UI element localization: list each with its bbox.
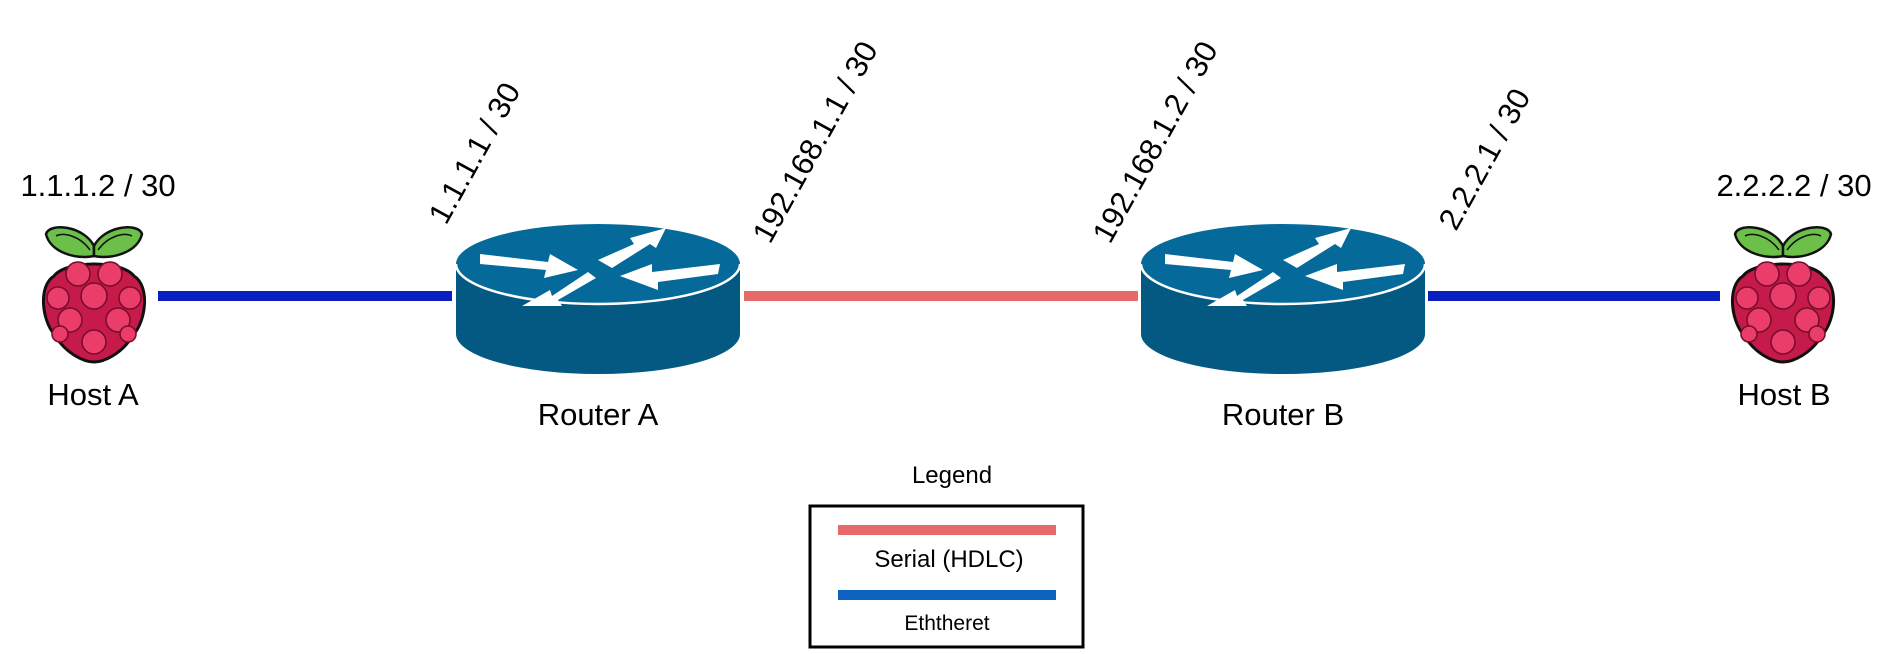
host-b-ip: 2.2.2.2 / 30	[1716, 168, 1871, 203]
raspberry-pi-icon	[41, 225, 147, 364]
router-a-ip-left: 1.1.1.1 / 30	[422, 77, 528, 230]
router-icon	[454, 222, 742, 376]
legend: Legend Serial (HDLC) Eththeret	[808, 462, 1085, 649]
host-a: 1.1.1.2 / 30 Host A	[20, 168, 175, 412]
router-b-label: Router B	[1222, 397, 1344, 432]
router-b-ip-right: 2.2.2.1 / 30	[1432, 83, 1538, 236]
router-b-ip-left: 192.168.1.2 / 30	[1086, 35, 1225, 248]
legend-title: Legend	[912, 462, 992, 489]
router-a-label: Router A	[538, 397, 659, 432]
host-b: 2.2.2.2 / 30 Host B	[1716, 168, 1871, 412]
raspberry-pi-icon	[1730, 225, 1836, 364]
host-b-label: Host B	[1737, 377, 1830, 412]
legend-serial-label: Serial (HDLC)	[874, 546, 1023, 573]
host-a-ip: 1.1.1.2 / 30	[20, 168, 175, 203]
host-a-label: Host A	[47, 377, 139, 412]
router-icon	[1139, 222, 1427, 376]
router-a: Router A 1.1.1.1 / 30 192.168.1.1 / 30	[422, 35, 885, 432]
router-a-ip-right: 192.168.1.1 / 30	[746, 35, 885, 248]
router-b: Router B 192.168.1.2 / 30 2.2.2.1 / 30	[1086, 35, 1538, 432]
legend-ethernet-label: Eththeret	[904, 612, 989, 635]
